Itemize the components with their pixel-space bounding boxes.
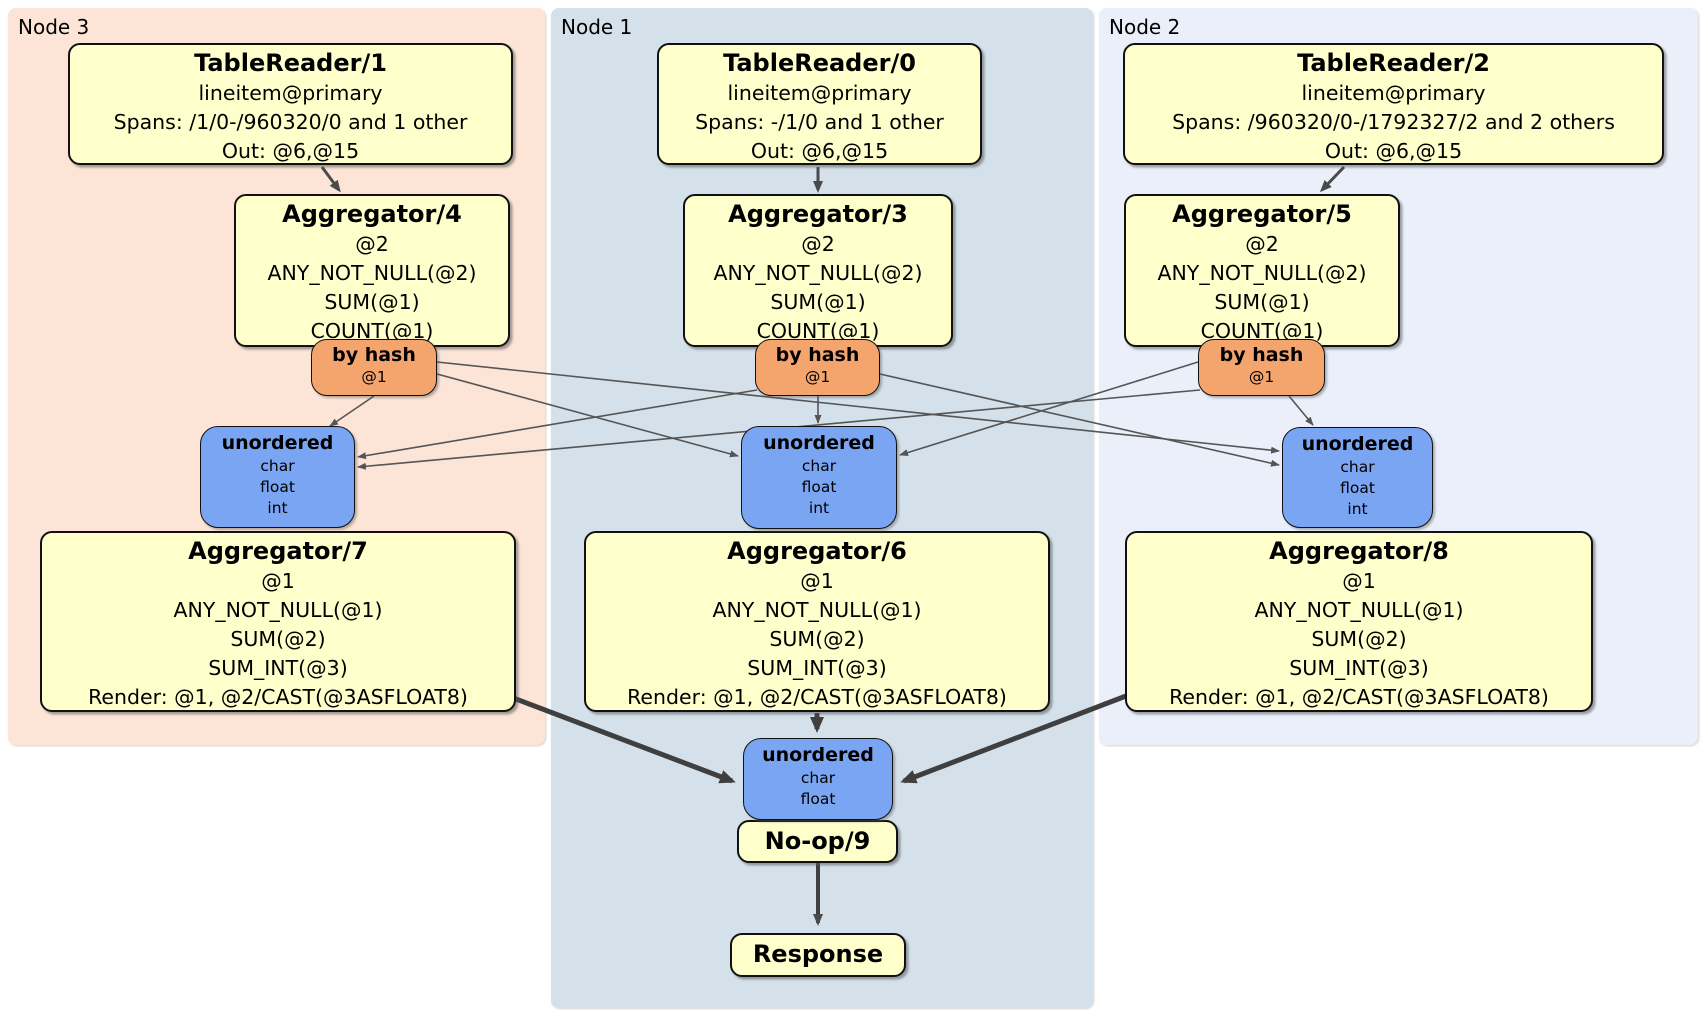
processor-aggregator-8: Aggregator/8 @1 ANY_NOT_NULL(@1) SUM(@2)… [1125,531,1593,712]
processor-detail: Spans: -/1/0 and 1 other [695,110,944,134]
sync-title: unordered [763,432,875,454]
panel-node2-label: Node 2 [1109,15,1181,39]
processor-detail: SUM_INT(@3) [1289,656,1429,680]
processor-detail: @1 [261,569,295,593]
processor-detail: @1 [800,569,834,593]
sync-type: char [1340,458,1375,476]
processor-title: TableReader/2 [1297,49,1490,77]
processor-aggregator-7: Aggregator/7 @1 ANY_NOT_NULL(@1) SUM(@2)… [40,531,516,712]
processor-detail: SUM_INT(@3) [208,656,348,680]
processor-detail: ANY_NOT_NULL(@2) [1157,261,1367,285]
processor-detail: SUM_INT(@3) [747,656,887,680]
processor-detail: SUM(@2) [769,627,865,651]
sync-type: char [800,769,836,787]
processor-detail: Render: @1, @2/CAST(@3ASFLOAT8) [1169,685,1549,709]
sync-unordered-node2: unordered char float int [1282,427,1433,528]
router-by-hash-node3: by hash @1 [311,339,437,396]
processor-detail: @1 [1342,569,1376,593]
processor-title: TableReader/1 [194,49,387,77]
processor-title: Aggregator/6 [727,537,907,565]
router-detail: @1 [1248,368,1275,386]
processor-detail: ANY_NOT_NULL(@2) [267,261,477,285]
processor-detail: Spans: /1/0-/960320/0 and 1 other [113,110,468,134]
processor-detail: ANY_NOT_NULL(@1) [712,598,922,622]
sync-title: unordered [762,744,874,766]
processor-title: TableReader/0 [723,49,916,77]
sync-type: int [808,499,830,517]
processor-detail: @2 [801,232,835,256]
processor-aggregator-6: Aggregator/6 @1 ANY_NOT_NULL(@1) SUM(@2)… [584,531,1050,712]
processor-detail: SUM(@2) [1311,627,1407,651]
processor-detail: @2 [355,232,389,256]
processor-detail: Render: @1, @2/CAST(@3ASFLOAT8) [627,685,1007,709]
processor-title: Aggregator/7 [188,537,368,565]
sync-type: int [267,499,288,517]
sync-type: char [801,457,837,475]
sync-unordered-node3: unordered char float int [200,426,355,528]
processor-detail: Render: @1, @2/CAST(@3ASFLOAT8) [88,685,468,709]
processor-detail: lineitem@primary [727,81,912,105]
sync-unordered-node1: unordered char float int [741,426,897,529]
processor-title: Aggregator/3 [728,200,908,228]
processor-aggregator-3: Aggregator/3 @2 ANY_NOT_NULL(@2) SUM(@1)… [683,194,953,347]
panel-node3-label: Node 3 [18,15,90,39]
processor-detail: lineitem@primary [198,81,383,105]
processor-detail: Out: @6,@15 [221,139,360,163]
router-detail: @1 [361,368,387,386]
panel-node1-label: Node 1 [561,15,633,39]
processor-tablereader-1: TableReader/1 lineitem@primary Spans: /1… [68,43,513,165]
processor-title: No-op/9 [764,827,871,855]
processor-aggregator-5: Aggregator/5 @2 ANY_NOT_NULL(@2) SUM(@1)… [1124,194,1400,347]
router-title: by hash [332,344,416,366]
processor-detail: ANY_NOT_NULL(@2) [713,261,923,285]
sync-title: unordered [221,432,334,454]
processor-detail: Spans: /960320/0-/1792327/2 and 2 others [1172,110,1615,134]
sync-type: float [800,790,836,808]
processor-detail: SUM(@1) [1214,290,1310,314]
processor-detail: Out: @6,@15 [1324,139,1463,163]
sync-type: float [260,478,295,496]
processor-detail: ANY_NOT_NULL(@1) [1254,598,1464,622]
processor-title: Aggregator/8 [1269,537,1449,565]
sync-unordered-final: unordered char float [743,738,893,820]
processor-title: Aggregator/5 [1172,200,1352,228]
sync-title: unordered [1301,433,1414,455]
processor-detail: @2 [1245,232,1279,256]
processor-tablereader-0: TableReader/0 lineitem@primary Spans: -/… [657,43,982,165]
router-title: by hash [775,344,860,366]
router-title: by hash [1219,344,1304,366]
processor-tablereader-2: TableReader/2 lineitem@primary Spans: /9… [1123,43,1664,165]
sync-type: int [1347,500,1368,518]
processor-title: Response [752,940,884,968]
processor-detail: SUM(@1) [324,290,420,314]
router-detail: @1 [804,368,831,386]
router-by-hash-node2: by hash @1 [1198,339,1325,396]
router-by-hash-node1: by hash @1 [755,339,880,396]
processor-detail: SUM(@2) [230,627,326,651]
processor-detail: SUM(@1) [770,290,866,314]
processor-response: Response [730,933,906,977]
sync-type: char [260,457,295,475]
processor-detail: lineitem@primary [1301,81,1486,105]
processor-detail: ANY_NOT_NULL(@1) [173,598,383,622]
sync-type: float [801,478,837,496]
sync-type: float [1340,479,1375,497]
processor-noop-9: No-op/9 [737,820,898,863]
processor-aggregator-4: Aggregator/4 @2 ANY_NOT_NULL(@2) SUM(@1)… [234,194,510,347]
processor-detail: Out: @6,@15 [750,139,889,163]
processor-title: Aggregator/4 [282,200,462,228]
